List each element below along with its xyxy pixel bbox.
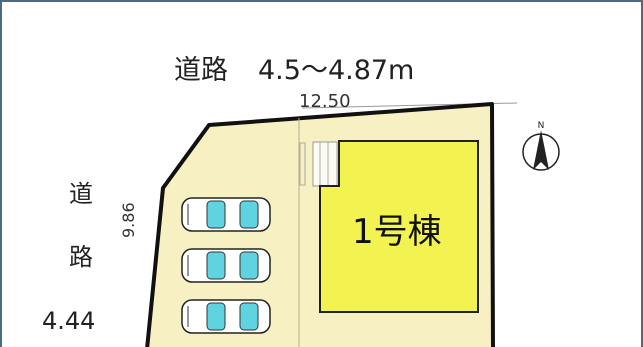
parking-car [181, 197, 271, 232]
road-left-char-1: 道 [69, 180, 93, 208]
entrance-mark [299, 142, 306, 186]
porch-mark [312, 141, 338, 187]
road-top-width: 4.5～4.87m [258, 55, 415, 86]
road-top-label: 道路 4.5～4.87m [174, 57, 414, 84]
road-top-name: 道路 [174, 55, 228, 86]
building-1 [319, 140, 479, 313]
road-left-char-2: 路 [69, 243, 93, 271]
dimension-top: 12.50 [299, 91, 351, 112]
dimension-left: 9.86 [119, 202, 138, 238]
parking-car [181, 248, 271, 283]
road-left-width: 4.44 [42, 307, 96, 335]
building-label: 1号棟 [352, 212, 442, 252]
parking-car [181, 299, 271, 334]
north-label: N [538, 121, 545, 131]
north-arrow-icon: N [522, 121, 560, 171]
